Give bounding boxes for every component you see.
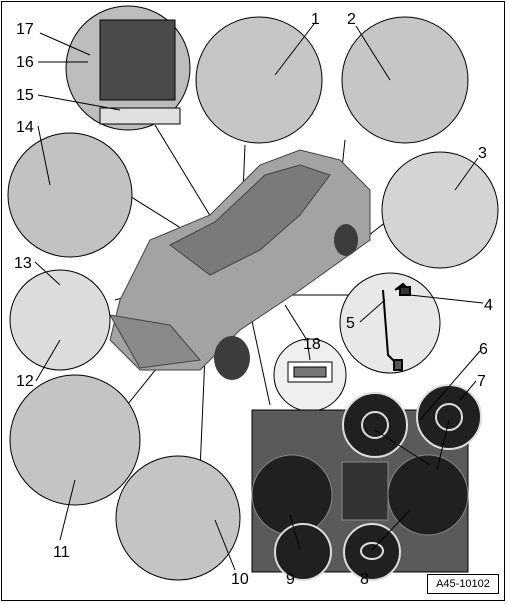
callout-2: 2 <box>347 11 356 28</box>
callout-leaders <box>34 23 484 571</box>
callout-9: 9 <box>286 571 295 588</box>
brake-pedal-sketch <box>382 282 411 371</box>
callout-6: 6 <box>479 341 488 358</box>
callout-4: 4 <box>484 297 493 314</box>
callout-16: 16 <box>16 54 34 71</box>
callout-14: 14 <box>16 119 34 136</box>
callout-13: 13 <box>14 255 32 272</box>
callout-10: 10 <box>231 571 249 588</box>
detail-circles <box>7 5 499 581</box>
callout-5: 5 <box>346 315 355 332</box>
callout-18: 18 <box>303 336 321 353</box>
callout-15: 15 <box>16 87 34 104</box>
callout-17: 17 <box>16 21 34 38</box>
cluster-leaders <box>289 419 450 551</box>
callout-1: 1 <box>311 11 320 28</box>
callout-3: 3 <box>478 145 487 162</box>
car-illustration <box>109 149 371 380</box>
callout-12: 12 <box>16 373 34 390</box>
callout-11: 11 <box>53 544 70 561</box>
reference-code: A45-10102 <box>427 574 499 594</box>
callout-8: 8 <box>360 571 369 588</box>
callout-7: 7 <box>477 373 486 390</box>
instrument-cluster <box>251 384 482 581</box>
